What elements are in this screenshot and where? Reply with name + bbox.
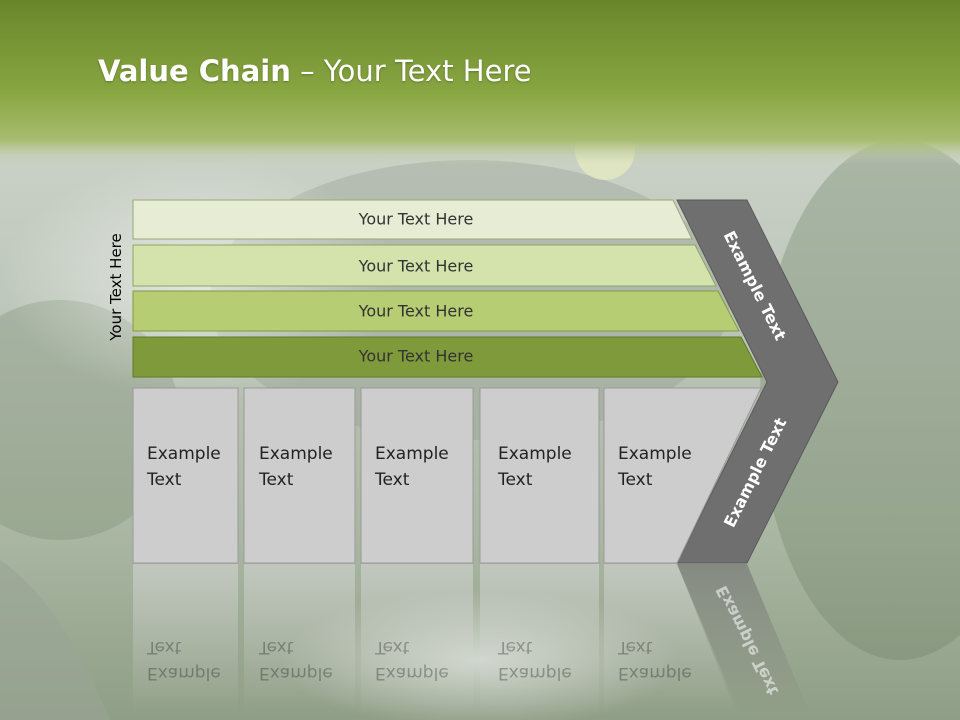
reflection-line-2: Text [146, 637, 182, 657]
chevron-arrow [676, 199, 839, 564]
bar-label: Your Text Here [358, 302, 474, 321]
bar-label: Your Text Here [358, 257, 474, 276]
box-rect [243, 387, 356, 564]
bar-label: Your Text Here [358, 347, 474, 366]
reflection-line-1: Example [498, 663, 572, 683]
reflection-line-1: Example [618, 663, 692, 683]
bar-1: Your Text Here [132, 199, 693, 240]
reflection-line-2: Text [374, 637, 410, 657]
page-title: Value Chain – Your Text Here [98, 54, 532, 88]
title-bold: Value Chain [98, 54, 291, 88]
box-line-2: Text [497, 470, 533, 490]
reflection-line-1: Example [375, 663, 449, 683]
box-line-1: Example [147, 444, 221, 464]
reflection-line-2: Text [497, 637, 533, 657]
bar-3: Your Text Here [132, 290, 740, 332]
box-line-2: Text [258, 470, 294, 490]
reflection-box [480, 564, 599, 714]
bar-label: Your Text Here [358, 210, 474, 229]
title-rest: – Your Text Here [290, 54, 532, 88]
example-box-2: Example Text [243, 387, 356, 564]
reflection-chevron [677, 564, 810, 714]
bar-shape [132, 244, 717, 287]
reflection: Text Example Text Example Text Example T… [133, 564, 810, 714]
box-shape [603, 387, 762, 564]
box-line-1: Example [618, 444, 692, 464]
box-rect [479, 387, 600, 564]
box-line-1: Example [259, 444, 333, 464]
bar-2: Your Text Here [132, 244, 717, 287]
box-line-2: Text [617, 470, 653, 490]
reflection-line-2: Text [617, 637, 653, 657]
reflection-box [133, 564, 238, 714]
box-rect [132, 387, 239, 564]
bar-shape [132, 290, 740, 332]
example-box-1: Example Text [132, 387, 239, 564]
box-line-1: Example [498, 444, 572, 464]
box-line-2: Text [374, 470, 410, 490]
bar-shape [132, 199, 693, 240]
example-box-4: Example Text [479, 387, 600, 564]
reflection-box [361, 564, 473, 714]
reflection-line-2: Text [258, 637, 294, 657]
box-line-1: Example [375, 444, 449, 464]
example-box-3: Example Text [360, 387, 474, 564]
box-line-2: Text [146, 470, 182, 490]
reflection-line-1: Example [259, 663, 333, 683]
bar-shape [132, 336, 763, 378]
box-rect [360, 387, 474, 564]
reflection-box [604, 564, 737, 714]
reflection-box [244, 564, 355, 714]
bar-4: Your Text Here [132, 336, 763, 378]
reflection-line-1: Example [147, 663, 221, 683]
example-box-5: Example Text [603, 387, 762, 564]
